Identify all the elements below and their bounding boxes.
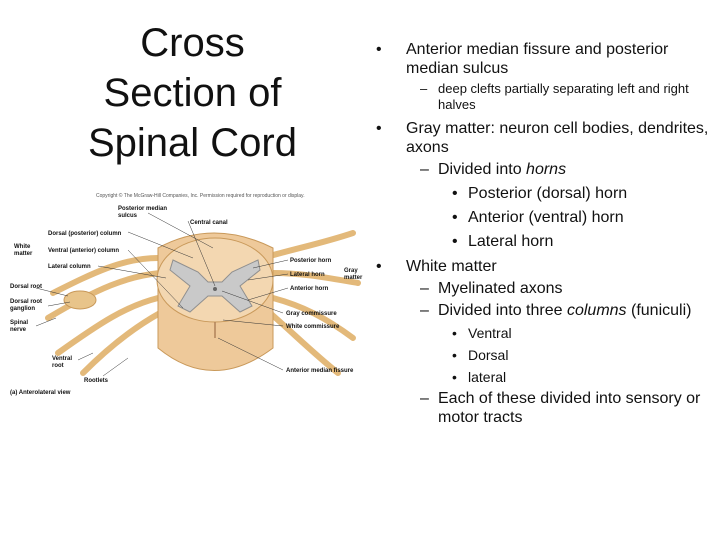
item-dorsal: Dorsal [370, 347, 720, 364]
subbullet-sensory-motor: Each of these divided into sensory or mo… [370, 389, 720, 427]
bullet-list: Anterior median fissure and posterior me… [370, 34, 720, 427]
label-ventral-root-2: root [52, 363, 64, 369]
label-posterior-median-sulcus-1: Posterior median [118, 206, 167, 212]
columns-suffix: (funiculi) [626, 302, 692, 319]
item-ventral: Ventral [370, 325, 720, 342]
dorsal-root-ganglion [63, 290, 97, 310]
nerve-roots [45, 230, 361, 376]
label-anterior-median-fissure: Anterior median fissure [286, 368, 354, 374]
title-line-3: Spinal Cord [87, 121, 297, 165]
label-white-commissure: White commissure [286, 324, 340, 330]
label-posterior-horn: Posterior horn [290, 258, 332, 264]
label-gray-matter-2: matter [344, 275, 363, 281]
columns-emphasis: columns [566, 302, 627, 319]
label-lateral-horn: Lateral horn [290, 272, 325, 278]
bullet-gray-matter: Gray matter: neuron cell bodies, dendrit… [370, 119, 720, 157]
label-rootlets: Rootlets [84, 378, 109, 384]
label-white-matter-1: White [14, 244, 31, 250]
horns-prefix: Divided into [438, 161, 527, 178]
label-gray-commissure: Gray commissure [286, 311, 337, 317]
horns-emphasis: horns [526, 161, 567, 178]
item-lateral: lateral [370, 369, 720, 386]
title-line-2: Section of [103, 71, 282, 115]
subbullet-divided-columns: Divided into three columns (funiculi) [370, 301, 720, 320]
spinal-cord-figure: Copyright © The McGraw-Hill Companies, I… [8, 188, 363, 400]
spinal-cord-illustration: Copyright © The McGraw-Hill Companies, I… [10, 192, 363, 396]
subbullet-divided-horns: Divided into horns [370, 160, 720, 179]
label-central-canal: Central canal [190, 220, 228, 226]
label-dorsal-root-ganglion-1: Dorsal root [10, 299, 42, 305]
central-canal [213, 287, 217, 291]
item-posterior-horn: Posterior (dorsal) horn [370, 184, 720, 203]
label-ventral-column: Ventral (anterior) column [48, 248, 119, 254]
item-anterior-horn: Anterior (ventral) horn [370, 208, 720, 227]
label-lateral-column: Lateral column [48, 264, 91, 270]
label-posterior-median-sulcus-2: sulcus [118, 213, 138, 219]
label-spinal-nerve-1: Spinal [10, 320, 28, 326]
subbullet-deep-clefts: deep clefts partially separating left an… [370, 81, 720, 113]
label-dorsal-root-ganglion-2: ganglion [10, 306, 35, 312]
leader-lines [35, 212, 289, 377]
slide-title: Cross Section of Spinal Cord [55, 18, 330, 168]
label-dorsal-column: Dorsal (posterior) column [48, 231, 122, 237]
label-white-matter-2: matter [14, 251, 33, 257]
label-anterior-horn: Anterior horn [290, 286, 329, 292]
figure-caption: (a) Anterolateral view [10, 390, 71, 396]
columns-prefix: Divided into three [438, 302, 567, 319]
label-spinal-nerve-2: nerve [10, 327, 27, 333]
item-lateral-horn: Lateral horn [370, 232, 720, 251]
label-gray-matter-1: Gray [344, 268, 358, 274]
label-ventral-root-1: Ventral [52, 356, 72, 362]
bullet-white-matter: White matter [370, 257, 720, 276]
title-line-1: Cross [140, 21, 245, 65]
figure-copyright: Copyright © The McGraw-Hill Companies, I… [96, 192, 305, 199]
bullet-median-fissure: Anterior median fissure and posterior me… [370, 40, 720, 78]
subbullet-myelinated: Myelinated axons [370, 279, 720, 298]
label-dorsal-root: Dorsal root [10, 284, 42, 290]
